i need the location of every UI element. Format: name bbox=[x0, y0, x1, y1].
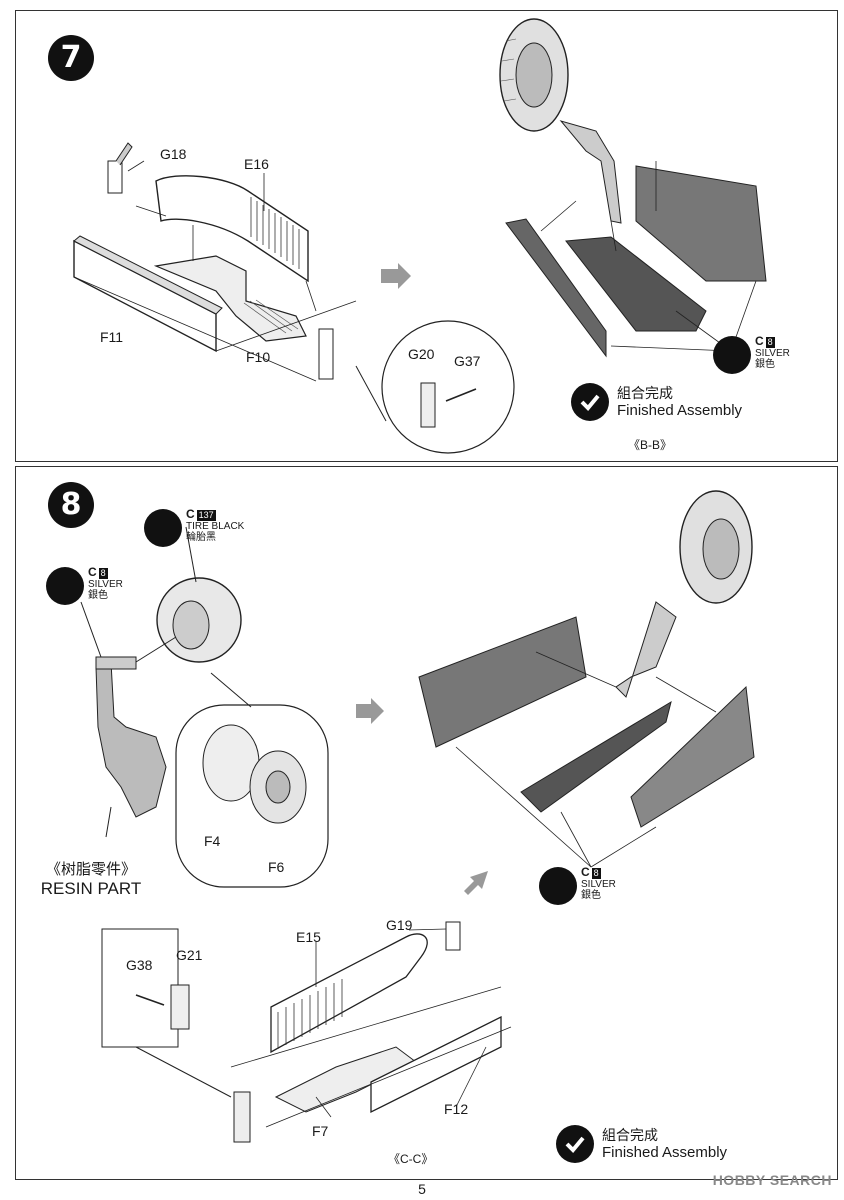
resin-part-label: 《树脂零件》 RESIN PART bbox=[26, 861, 156, 899]
part-label-g37: G37 bbox=[454, 353, 481, 369]
finished-label-en: Finished Assembly bbox=[617, 401, 743, 419]
paint-number: 8 bbox=[765, 337, 775, 348]
paint-name-en: SILVER bbox=[88, 579, 123, 590]
paint-number: 8 bbox=[98, 568, 108, 579]
paint-name-cn: 輪胎黑 bbox=[186, 532, 216, 543]
finished-label-cn: 組合完成 bbox=[602, 1126, 658, 1143]
paintbrush-icon bbox=[539, 867, 577, 905]
part-label-f12: F12 bbox=[444, 1101, 469, 1117]
finished-assembly-callout: 組合完成 Finished Assembly bbox=[556, 1125, 727, 1163]
resin-label-cn: 《树脂零件》 bbox=[45, 861, 136, 878]
watermark: HOBBY SEARCH bbox=[712, 1172, 832, 1188]
step-8-drawing bbox=[80, 490, 755, 1143]
paint-name-en: TIRE BLACK bbox=[186, 521, 245, 532]
paintbrush-icon bbox=[46, 567, 84, 605]
paint-name-cn: 銀色 bbox=[755, 359, 775, 370]
finished-label-en: Finished Assembly bbox=[602, 1143, 728, 1161]
step-7-drawing bbox=[73, 18, 767, 454]
view-label: 《C-C》 bbox=[388, 1152, 434, 1166]
part-label-f7: F7 bbox=[312, 1123, 329, 1139]
checkmark-icon bbox=[556, 1125, 594, 1163]
part-label-f11: F11 bbox=[100, 329, 124, 345]
paint-code: C bbox=[186, 507, 195, 521]
part-label-g18: G18 bbox=[160, 146, 187, 162]
paint-number: 137 bbox=[196, 510, 216, 521]
part-label-e16: E16 bbox=[244, 156, 269, 172]
finished-assembly-callout: 組合完成 Finished Assembly bbox=[571, 383, 742, 421]
step-number: 8 bbox=[60, 487, 82, 522]
part-label-f6: F6 bbox=[268, 859, 285, 875]
part-label-e15: E15 bbox=[296, 929, 321, 945]
paintbrush-icon bbox=[713, 336, 751, 374]
step-number-badge: 8 bbox=[48, 482, 94, 528]
paint-name-en: SILVER bbox=[581, 879, 616, 890]
paint-code: C bbox=[755, 334, 764, 348]
paint-name-cn: 銀色 bbox=[581, 890, 601, 901]
part-label-f4: F4 bbox=[204, 833, 221, 849]
part-label-g21: G21 bbox=[176, 947, 203, 963]
paint-code: C bbox=[581, 865, 590, 879]
paint-number: 8 bbox=[591, 868, 601, 879]
paint-code: C bbox=[88, 565, 97, 579]
part-label-f10: F10 bbox=[246, 349, 271, 365]
step-number-badge: 7 bbox=[48, 35, 94, 81]
part-label-g20: G20 bbox=[408, 346, 435, 362]
resin-label-en: RESIN PART bbox=[40, 879, 142, 898]
paintbrush-icon bbox=[144, 509, 182, 547]
page-number: 5 bbox=[418, 1181, 426, 1197]
finished-label-cn: 組合完成 bbox=[617, 384, 673, 401]
checkmark-icon bbox=[571, 383, 609, 421]
view-label: 《B-B》 bbox=[628, 438, 673, 452]
step-number: 7 bbox=[60, 40, 82, 75]
part-label-g38: G38 bbox=[126, 957, 153, 973]
part-label-g19: G19 bbox=[386, 917, 413, 933]
paint-name-en: SILVER bbox=[755, 348, 790, 359]
paint-name-cn: 銀色 bbox=[88, 590, 108, 601]
